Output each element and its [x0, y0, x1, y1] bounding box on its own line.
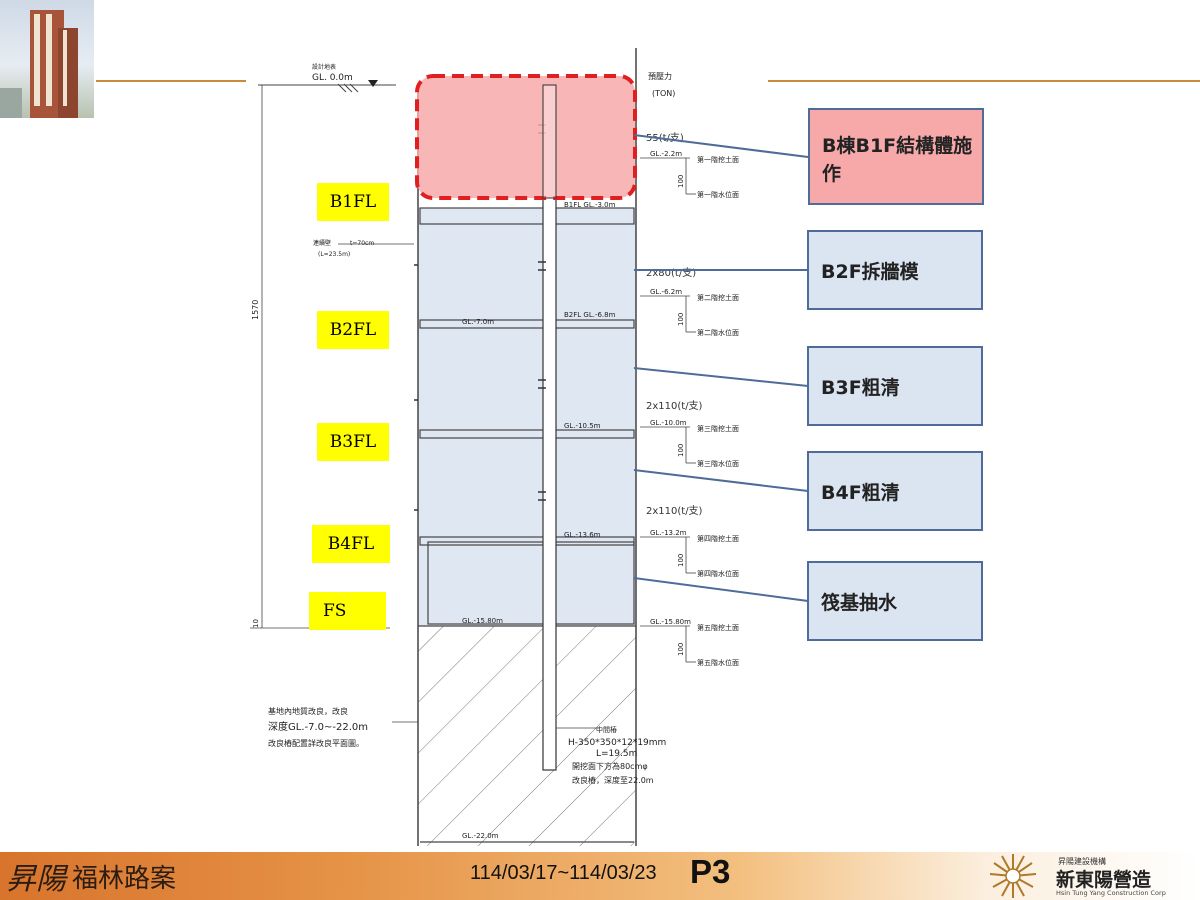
callout-fs: 筏基抽水 — [807, 561, 983, 641]
gl-header-text: 設計地表 — [312, 63, 336, 71]
water-note-5: 第五階水位面 — [697, 658, 739, 667]
column-note-2: H-350*350*12*19mm — [568, 738, 666, 748]
connector-fs — [633, 577, 809, 602]
column-note-3: L=19.5m — [596, 749, 637, 759]
callout-b4f: B4F粗清 — [807, 451, 983, 531]
company-sub: 昇陽建設機構 — [1058, 857, 1106, 866]
floor-label-b1fl: B1FL — [317, 183, 389, 221]
excavated-zone — [418, 208, 636, 626]
connector-b3f — [633, 367, 809, 387]
water-note-4: 第四階水位面 — [697, 569, 739, 578]
level-b4: GL.-13.6m — [564, 531, 601, 539]
wall-thickness-text: t=70cm — [350, 240, 374, 247]
low-building-shape — [0, 88, 22, 118]
improve-note-2: 深度GL.-7.0~-22.0m — [268, 720, 368, 733]
mat-foundation — [427, 541, 635, 625]
dimension-1570: 1570 — [251, 300, 260, 320]
exc-note-1: 第一階挖土面 — [697, 155, 739, 164]
exc-note-3: 第三階挖土面 — [697, 424, 739, 433]
water-note-2: 第二階水位面 — [697, 328, 739, 337]
column-note-1: 中間樁 — [596, 725, 617, 734]
ground-improvement-zone — [418, 626, 636, 846]
dim-100-2: 100 — [677, 313, 685, 326]
excavation-section-drawing: 設計地表 GL. 0.0m 1570 10 連續壁 t=70cm (L=23.5… — [250, 48, 739, 846]
callout-b3f: B3F粗清 — [807, 346, 983, 426]
project-mark: 昇陽 — [6, 862, 66, 897]
exc-level-1: GL.-2.2m — [650, 150, 682, 158]
page-number: P3 — [690, 853, 731, 890]
project-name: 福林路案 — [72, 863, 177, 894]
level-b2fl: B2FL GL.-6.8m — [564, 311, 616, 319]
exc-level-3: GL.-10.0m — [650, 419, 687, 427]
dim-100-4: 100 — [677, 554, 685, 567]
company-logo: 昇陽建設機構 新東陽營造 Hsin Tung Yang Construction… — [986, 852, 1200, 900]
exc-note-2: 第二階挖土面 — [697, 293, 739, 302]
exc-level-4: GL.-13.2m — [650, 529, 687, 537]
improve-note-3: 改良樁配置詳改良平面圖。 — [268, 738, 364, 748]
building-thumbnail-image — [0, 0, 94, 118]
connector-b4f — [633, 469, 809, 492]
company-en: Hsin Tung Yang Construction Corp — [1056, 889, 1166, 897]
level-b1fl: B1FL GL.-3.0m — [564, 201, 616, 209]
dim-100-5: 100 — [677, 643, 685, 656]
floor-label-fs: FS — [309, 592, 386, 630]
level-b3: GL.-10.5m — [564, 422, 601, 430]
exc-level-2: GL.-6.2m — [650, 288, 682, 296]
floor-label-b4fl: B4FL — [312, 525, 390, 563]
water-note-1: 第一階水位面 — [697, 190, 739, 199]
preload-4: 2x110(t/支) — [646, 505, 703, 517]
callout-b1f: B棟B1F結構體施作 — [808, 108, 984, 205]
water-note-3: 第三階水位面 — [697, 459, 739, 468]
company-name: 新東陽營造 — [1056, 869, 1152, 891]
date-range: 114/03/17~114/03/23 — [470, 862, 657, 884]
column-note-5: 改良樁，深度至22.0m — [572, 775, 654, 785]
dim-100-3: 100 — [677, 444, 685, 457]
project-title: 昇陽 福林路案 — [6, 852, 176, 900]
exc-level-5: GL.-15.80m — [650, 618, 691, 626]
level-7: GL.-7.0m — [462, 318, 494, 326]
gl-label-text: GL. 0.0m — [312, 73, 353, 83]
exc-note-4: 第四階挖土面 — [697, 534, 739, 543]
floor-label-b2fl: B2FL — [317, 311, 389, 349]
b2-slab — [419, 319, 635, 329]
header-rule-left — [96, 80, 246, 82]
callout-connectors — [633, 134, 809, 602]
b4-slab — [419, 536, 635, 546]
column-note-4: 開挖面下方為80cmφ — [572, 761, 648, 771]
b1-slab — [419, 207, 635, 225]
floor-label-b3fl: B3FL — [317, 423, 389, 461]
wall-length-text: (L=23.5m) — [318, 251, 350, 258]
dimension-10: 10 — [252, 619, 260, 628]
preload-title: 預壓力 — [648, 71, 672, 81]
callout-b2f: B2F拆牆模 — [807, 230, 983, 310]
exc-note-5: 第五階挖土面 — [697, 623, 739, 632]
preload-unit: (TON) — [652, 89, 675, 98]
footer-bar — [0, 852, 1200, 900]
preload-3: 2x110(t/支) — [646, 400, 703, 412]
dim-100-1: 100 — [677, 175, 685, 188]
wall-title-text: 連續壁 — [313, 239, 331, 247]
sunburst-logo-icon — [989, 854, 1037, 898]
improve-note-1: 基地內地質改良，改良 — [268, 706, 348, 716]
tower-side-shape — [58, 28, 78, 118]
b3-slab — [419, 429, 635, 439]
header-rule-right — [768, 80, 1200, 82]
b1f-highlight-region — [415, 74, 637, 200]
connector-b1f — [633, 134, 809, 158]
level-bottom: GL.-22.0m — [462, 832, 499, 840]
level-fs: GL.-15.80m — [462, 617, 503, 625]
gl-marker-icon — [368, 80, 378, 87]
